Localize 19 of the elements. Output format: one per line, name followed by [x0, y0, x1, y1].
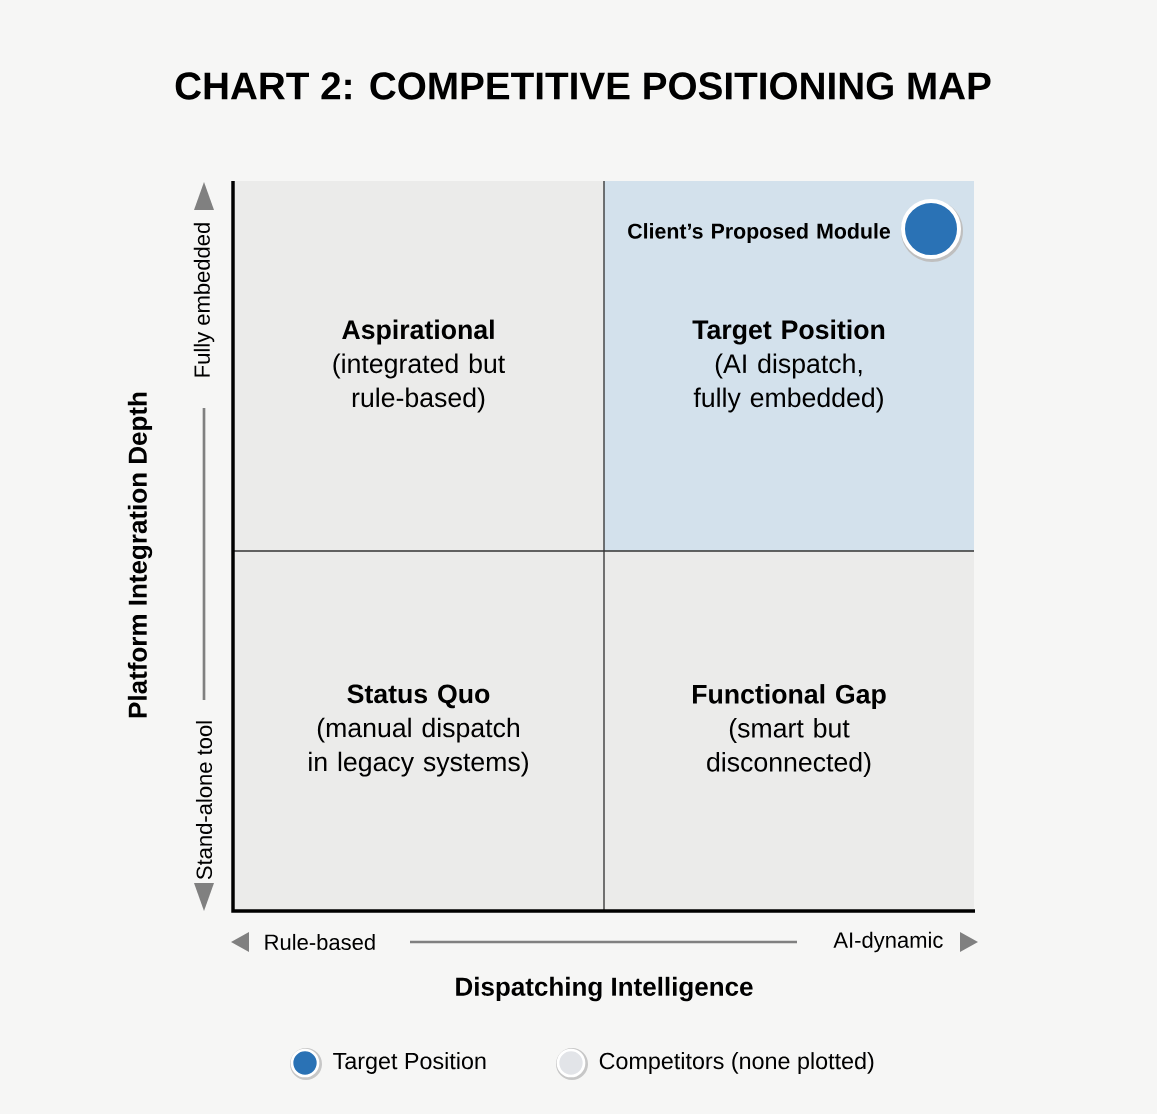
legend-label: Competitors (none plotted): [599, 1052, 874, 1074]
axis-title: Dispatching Intelligence: [456, 976, 753, 1002]
axis-end-label: Stand-alone tool: [195, 721, 213, 880]
quadrant-box: Aspirational (integrated but rule-based): [233, 181, 604, 551]
quadrant-box: Functional Gap (smart but disconnected): [604, 551, 974, 910]
point-label: Client’s Proposed Module: [628, 223, 891, 243]
chart-title: CHART 2: COMPETITIVE POSITIONING MAP: [175, 72, 991, 100]
quadrant-box: Status Quo (manual dispatch in legacy systems): [233, 551, 604, 910]
node-label: (smart but disconnected): [707, 718, 871, 777]
node-label: (integrated but rule-based): [333, 353, 505, 413]
legend-label: Target Position: [333, 1052, 486, 1074]
axis-end-label: Rule-based: [265, 933, 375, 951]
axis-end-label: AI-dynamic: [833, 931, 943, 953]
node-label: (manual dispatch in legacy systems): [309, 717, 528, 777]
axis-title: Platform Integration Depth: [127, 392, 153, 718]
node-label: Aspirational: [342, 319, 494, 345]
node-label: Status Quo: [347, 684, 490, 709]
node-label: Functional Gap: [693, 684, 886, 709]
plotted-point: [901, 199, 963, 262]
